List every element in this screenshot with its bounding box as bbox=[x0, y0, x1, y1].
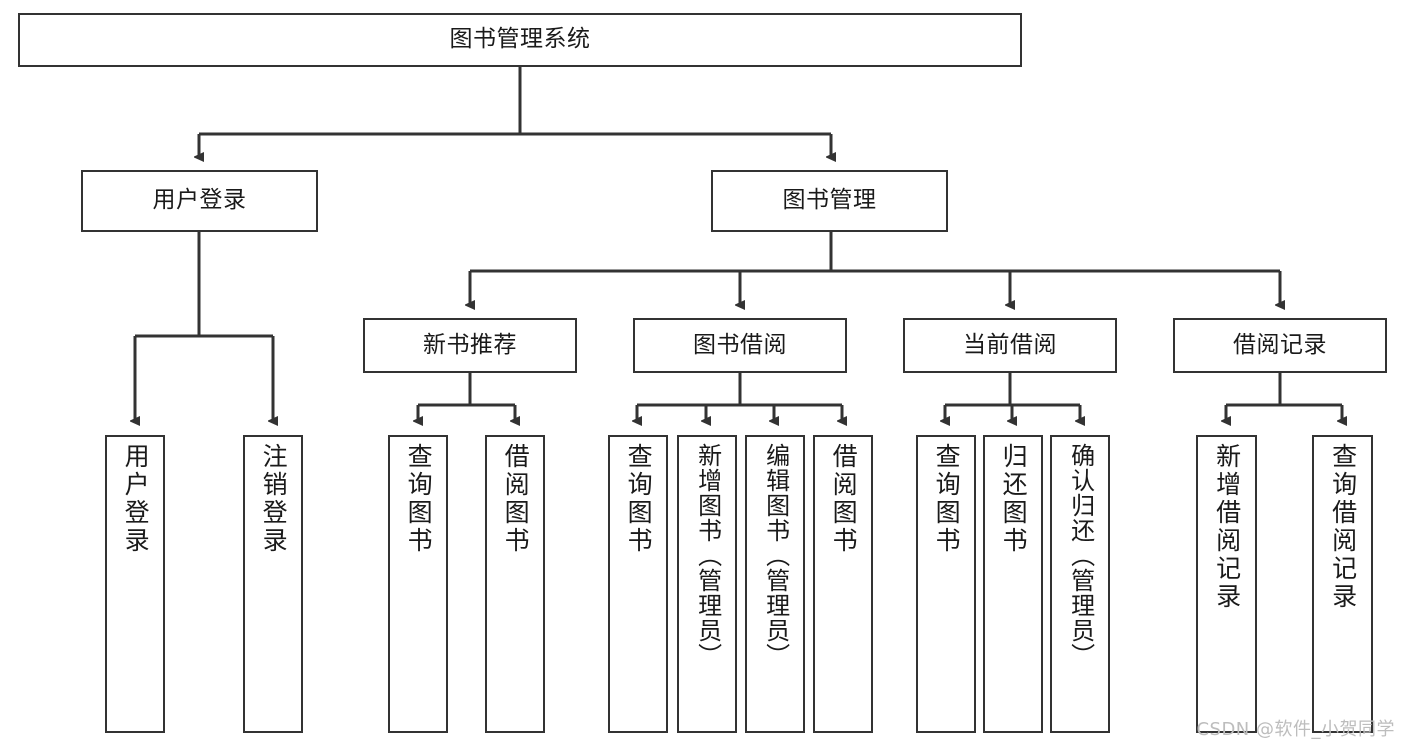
leaf-logout[interactable]: 注销登录 bbox=[243, 435, 303, 733]
node-label: 借阅图书 bbox=[829, 443, 859, 555]
node-label: 图书管理 bbox=[782, 187, 877, 214]
leaf-query-book-borrow[interactable]: 查询图书 bbox=[608, 435, 668, 733]
node-label: 编辑图书（管理员） bbox=[761, 443, 790, 668]
leaf-confirm-return-admin[interactable]: 确认归还（管理员） bbox=[1050, 435, 1110, 733]
node-label: 查询借阅记录 bbox=[1328, 443, 1358, 611]
node-label: 注销登录 bbox=[259, 443, 289, 555]
node-label: 用户登录 bbox=[121, 443, 151, 555]
node-label: 当前借阅 bbox=[963, 331, 1057, 358]
node-label: 借阅记录 bbox=[1233, 331, 1327, 358]
leaf-query-book-current[interactable]: 查询图书 bbox=[916, 435, 976, 733]
node-label: 归还图书 bbox=[999, 443, 1029, 555]
node-label: 确认归还（管理员） bbox=[1066, 443, 1095, 668]
node-label: 新增图书（管理员） bbox=[693, 443, 722, 668]
node-book-borrow[interactable]: 图书借阅 bbox=[633, 318, 847, 373]
node-root-book-management-system[interactable]: 图书管理系统 bbox=[18, 13, 1022, 67]
leaf-add-book-admin[interactable]: 新增图书（管理员） bbox=[677, 435, 737, 733]
node-label: 新书推荐 bbox=[423, 331, 517, 358]
node-new-book-recommend[interactable]: 新书推荐 bbox=[363, 318, 577, 373]
leaf-add-borrow-record[interactable]: 新增借阅记录 bbox=[1196, 435, 1257, 733]
node-label: 查询图书 bbox=[404, 443, 434, 555]
leaf-query-borrow-record[interactable]: 查询借阅记录 bbox=[1312, 435, 1373, 733]
leaf-user-login[interactable]: 用户登录 bbox=[105, 435, 165, 733]
leaf-query-book-recommend[interactable]: 查询图书 bbox=[388, 435, 448, 733]
node-label: 用户登录 bbox=[152, 187, 247, 214]
leaf-borrow-book[interactable]: 借阅图书 bbox=[813, 435, 873, 733]
leaf-borrow-book-recommend[interactable]: 借阅图书 bbox=[485, 435, 545, 733]
watermark-text: CSDN @软件_小贺同学 bbox=[1196, 719, 1395, 740]
node-book-management[interactable]: 图书管理 bbox=[711, 170, 948, 232]
node-current-borrow[interactable]: 当前借阅 bbox=[903, 318, 1117, 373]
node-borrow-record[interactable]: 借阅记录 bbox=[1173, 318, 1387, 373]
leaf-edit-book-admin[interactable]: 编辑图书（管理员） bbox=[745, 435, 805, 733]
node-label: 图书管理系统 bbox=[449, 26, 591, 53]
node-user-login[interactable]: 用户登录 bbox=[81, 170, 318, 232]
node-label: 查询图书 bbox=[624, 443, 654, 555]
node-label: 借阅图书 bbox=[501, 443, 531, 555]
node-label: 新增借阅记录 bbox=[1212, 443, 1242, 611]
node-label: 查询图书 bbox=[932, 443, 962, 555]
leaf-return-book[interactable]: 归还图书 bbox=[983, 435, 1043, 733]
node-label: 图书借阅 bbox=[693, 331, 787, 358]
